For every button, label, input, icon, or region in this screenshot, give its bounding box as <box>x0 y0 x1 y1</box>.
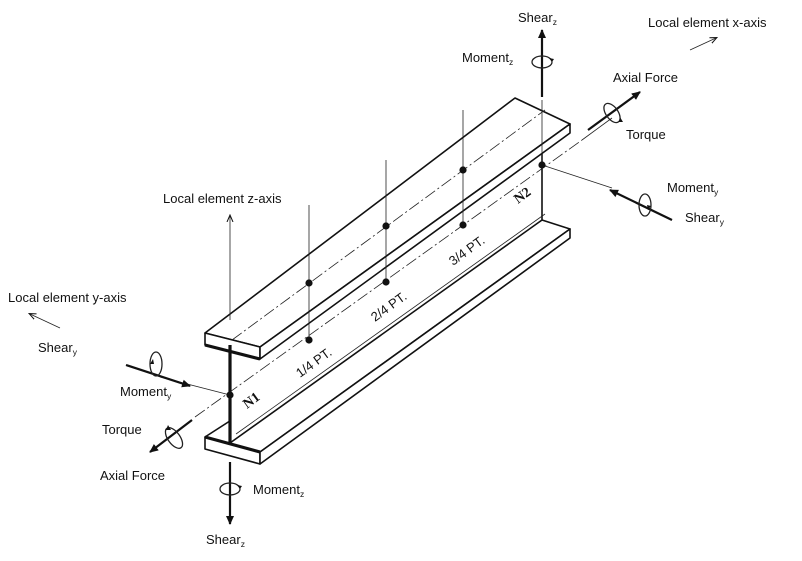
local-y-axis: Local element y-axis <box>8 290 127 329</box>
moment-z-bottom-label: Momentz <box>253 482 304 499</box>
torque-right-rotation-icon <box>603 102 621 124</box>
local-y-axis-arrow <box>30 314 61 329</box>
torque-right-rotation-arrowhead <box>619 117 623 122</box>
n1-top-flange-edge <box>204 343 261 361</box>
n1-forces: Sheary Momenty Axial Force Torque Shearz… <box>38 340 304 549</box>
moment-y-left-rotation-arrowhead <box>150 359 154 364</box>
local-z-axis: Local element z-axis <box>163 191 282 320</box>
moment-z-top-rotation-arrowhead <box>549 58 554 62</box>
moment-y-left-label: Momenty <box>120 384 172 401</box>
station-dot-three-quarter-axis <box>459 221 467 229</box>
local-x-axis-arrow <box>689 38 716 51</box>
local-z-axis-label: Local element z-axis <box>163 191 282 206</box>
station-dot-half-top <box>382 222 390 230</box>
shear-y-right-label: Sheary <box>685 210 725 227</box>
shear-z-top-label: Shearz <box>518 10 557 27</box>
axial-force-right-label: Axial Force <box>613 70 678 85</box>
axial-force-left-label: Axial Force <box>100 468 165 483</box>
moment-y-right-label: Momenty <box>667 180 719 197</box>
node-dot-n2 <box>538 161 546 169</box>
torque-right-label: Torque <box>626 127 666 142</box>
local-x-axis: Local element x-axis <box>648 15 767 51</box>
bottom-flange-end-face <box>259 228 571 465</box>
station-dot-quarter-axis <box>305 336 313 344</box>
station-points <box>226 161 546 399</box>
moment-y-right-rotation-icon <box>638 193 652 217</box>
station-dot-half-axis <box>382 278 390 286</box>
local-y-axis-label: Local element y-axis <box>8 290 127 305</box>
station-dot-three-quarter-top <box>459 166 467 174</box>
node-dot-n1 <box>226 391 234 399</box>
station-dot-quarter-top <box>305 279 313 287</box>
x-axis-extension-line <box>581 117 613 141</box>
element-x-centerline <box>194 139 583 418</box>
axial-force-right-arrow-icon <box>587 91 641 131</box>
torque-left-label: Torque <box>102 422 142 437</box>
n2-forces: Shearz Momentz Axial Force Torque Sheary… <box>462 10 725 227</box>
web-flange-fillet-line <box>235 213 546 435</box>
top-flange-centerline <box>231 109 546 341</box>
moment-z-bottom-rotation-arrowhead <box>237 485 242 489</box>
shear-z-bottom-label: Shearz <box>206 532 245 549</box>
local-x-axis-label: Local element x-axis <box>648 15 767 30</box>
top-flange-end-face <box>259 123 571 360</box>
n1-bottom-flange-edge <box>204 435 261 454</box>
moment-y-right-rotation-arrowhead <box>647 205 651 210</box>
shear-y-right-arrow-icon <box>609 189 673 221</box>
torque-left-rotation-arrowhead <box>166 425 171 430</box>
shear-y-left-label: Sheary <box>38 340 78 357</box>
axial-force-left-arrow-icon <box>149 419 193 453</box>
moment-z-top-label: Momentz <box>462 50 513 67</box>
n2-leader-line <box>541 164 613 189</box>
centerlines <box>159 100 613 418</box>
